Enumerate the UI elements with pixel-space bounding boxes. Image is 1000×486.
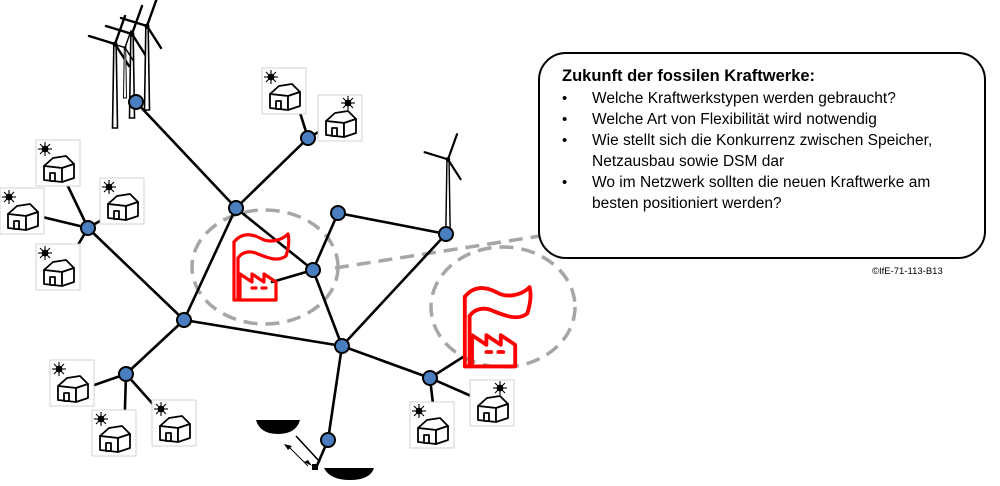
house-icon [0,67,515,457]
credit-label: ©IfE-71-113-B13 [872,266,943,277]
callout-item: Welche Art von Flexibilität wird notwend… [562,109,970,130]
wind-turbine-icon [87,0,163,130]
callout-list: Welche Kraftwerkstypen werden gebraucht?… [562,88,970,214]
grid-node [80,94,454,448]
callout-title: Zukunft der fossilen Kraftwerke: [562,67,816,85]
callout-item: Wie stellt sich die Konkurrenz zwischen … [562,130,970,172]
callout-connector [334,234,541,270]
callout-item: Wo im Netzwerk sollten die neuen Kraftwe… [562,172,970,214]
factory-icon [232,232,533,369]
dashed-ellipse-right [429,245,577,369]
callout-box: Zukunft der fossilen Kraftwerke: Welche … [538,52,986,259]
wind-turbine-icon [423,133,462,237]
callout-item: Welche Kraftwerkstypen werden gebraucht? [562,88,970,109]
pumped-storage-icon [256,420,374,480]
